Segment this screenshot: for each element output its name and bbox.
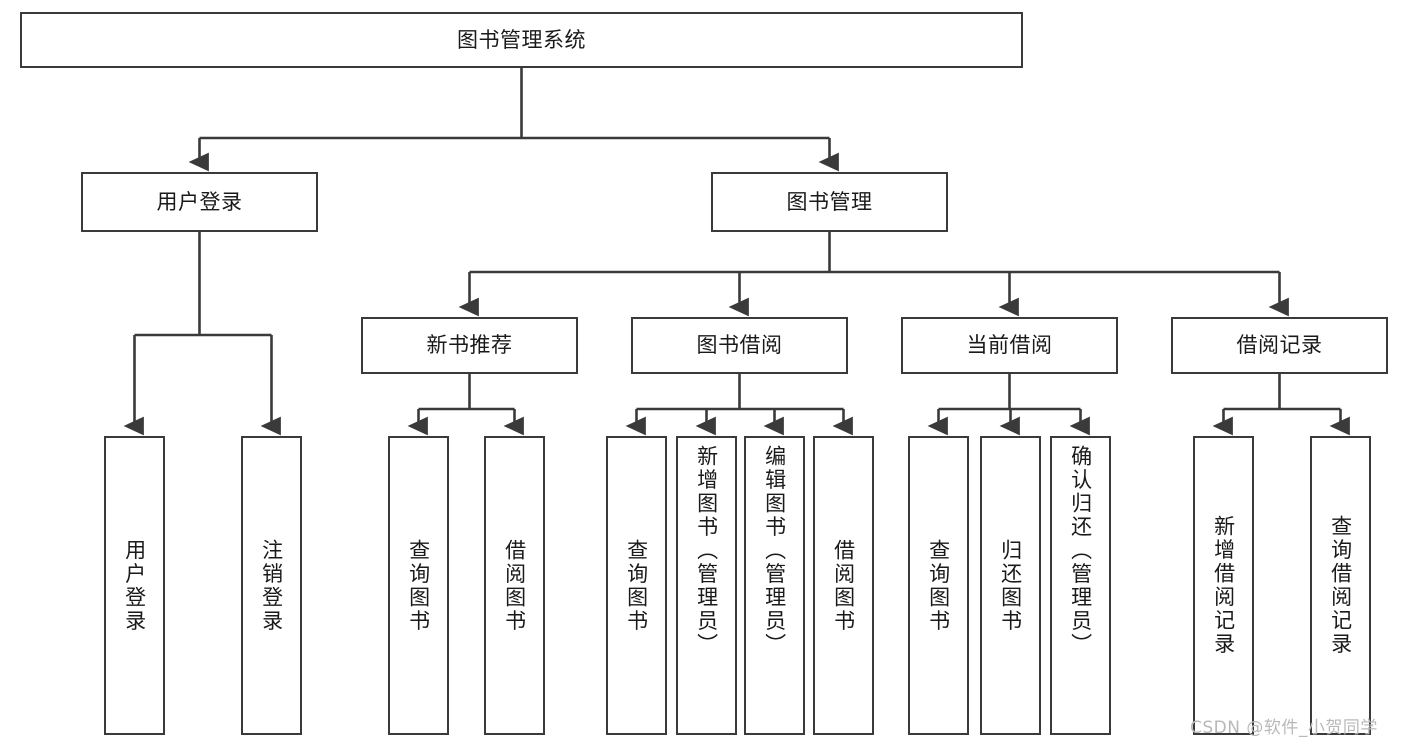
node-book-manage[interactable]: 图书管理 [711,172,948,232]
node-label: 查询图书 [624,538,649,633]
node-leaf-borrow-book-2[interactable]: 借阅图书 [813,436,874,735]
node-leaf-add-book[interactable]: 新增图书（管理员） [676,436,737,735]
node-label: 用户登录 [156,189,243,214]
node-leaf-logout[interactable]: 注销登录 [241,436,302,735]
node-leaf-confirm-return[interactable]: 确认归还（管理员） [1050,436,1111,735]
node-label: 图书借阅 [696,333,783,358]
node-label: 借阅图书 [502,538,527,633]
node-leaf-add-record[interactable]: 新增借阅记录 [1193,436,1254,735]
node-label: 查询图书 [926,538,951,633]
node-label: 确认归还（管理员） [1068,445,1093,657]
node-leaf-query-book-3[interactable]: 查询图书 [908,436,969,735]
node-label: 编辑图书（管理员） [762,445,787,657]
node-label: 图书管理系统 [457,27,586,52]
node-label: 借阅图书 [831,538,856,633]
node-label: 查询借阅记录 [1328,515,1353,656]
node-leaf-query-record[interactable]: 查询借阅记录 [1310,436,1371,735]
node-label: 新增图书（管理员） [694,445,719,657]
node-label: 新增借阅记录 [1211,515,1236,656]
node-label: 新书推荐 [426,333,513,358]
node-leaf-borrow-book-1[interactable]: 借阅图书 [484,436,545,735]
node-current-borrow[interactable]: 当前借阅 [901,317,1118,374]
node-label: 归还图书 [998,538,1023,633]
node-leaf-edit-book[interactable]: 编辑图书（管理员） [744,436,805,735]
node-borrow-record[interactable]: 借阅记录 [1171,317,1388,374]
node-label: 当前借阅 [966,333,1053,358]
node-label: 图书管理 [786,189,873,214]
node-book-borrow[interactable]: 图书借阅 [631,317,848,374]
node-leaf-query-book-2[interactable]: 查询图书 [606,436,667,735]
node-label: 用户登录 [122,538,147,633]
node-leaf-user-login[interactable]: 用户登录 [104,436,165,735]
node-root[interactable]: 图书管理系统 [20,12,1023,68]
node-leaf-query-book-1[interactable]: 查询图书 [388,436,449,735]
watermark: CSDN @软件_小贺同学 [1190,718,1378,738]
node-user-login[interactable]: 用户登录 [81,172,318,232]
node-label: 注销登录 [259,538,284,633]
node-leaf-return-book[interactable]: 归还图书 [980,436,1041,735]
node-label: 查询图书 [406,538,431,633]
node-label: 借阅记录 [1236,333,1323,358]
node-new-book-rec[interactable]: 新书推荐 [361,317,578,374]
